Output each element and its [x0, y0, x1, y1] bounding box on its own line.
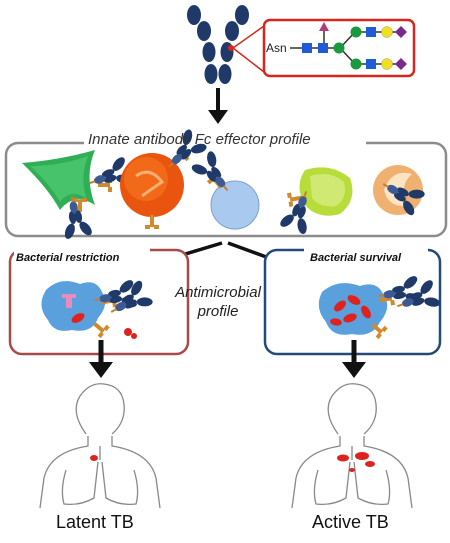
latent-tb-caption: Latent TB [56, 512, 134, 532]
active-tb-caption: Active TB [312, 512, 389, 532]
human-torso-icon [291, 383, 413, 509]
antimicrobial-line-1: Antimicrobial [175, 284, 261, 301]
macrophage-icon [373, 165, 429, 220]
antibody-icon [187, 5, 249, 84]
lesion-mark [90, 455, 98, 461]
fc-panel-title: Innate antibody Fc effector profile [88, 131, 311, 148]
restriction-panel-title: Bacterial restriction [16, 252, 120, 264]
dendritic-cell-icon [22, 150, 136, 242]
neutrophil-icon [120, 125, 211, 229]
nk-cell-icon [276, 167, 353, 238]
antimicrobial-line-2: profile [197, 303, 239, 320]
macrophage-icon [41, 276, 157, 339]
glycan-structure-icon [232, 18, 416, 78]
monocyte-icon [187, 147, 260, 230]
macrophage-icon [318, 273, 444, 340]
lesion-mark [337, 452, 375, 472]
antimicrobial-profile-label: Antimicrobial profile [163, 283, 273, 321]
survival-panel-title: Bacterial survival [310, 252, 402, 264]
human-torso-icon [39, 383, 161, 509]
asn-label: Asn [266, 41, 287, 55]
